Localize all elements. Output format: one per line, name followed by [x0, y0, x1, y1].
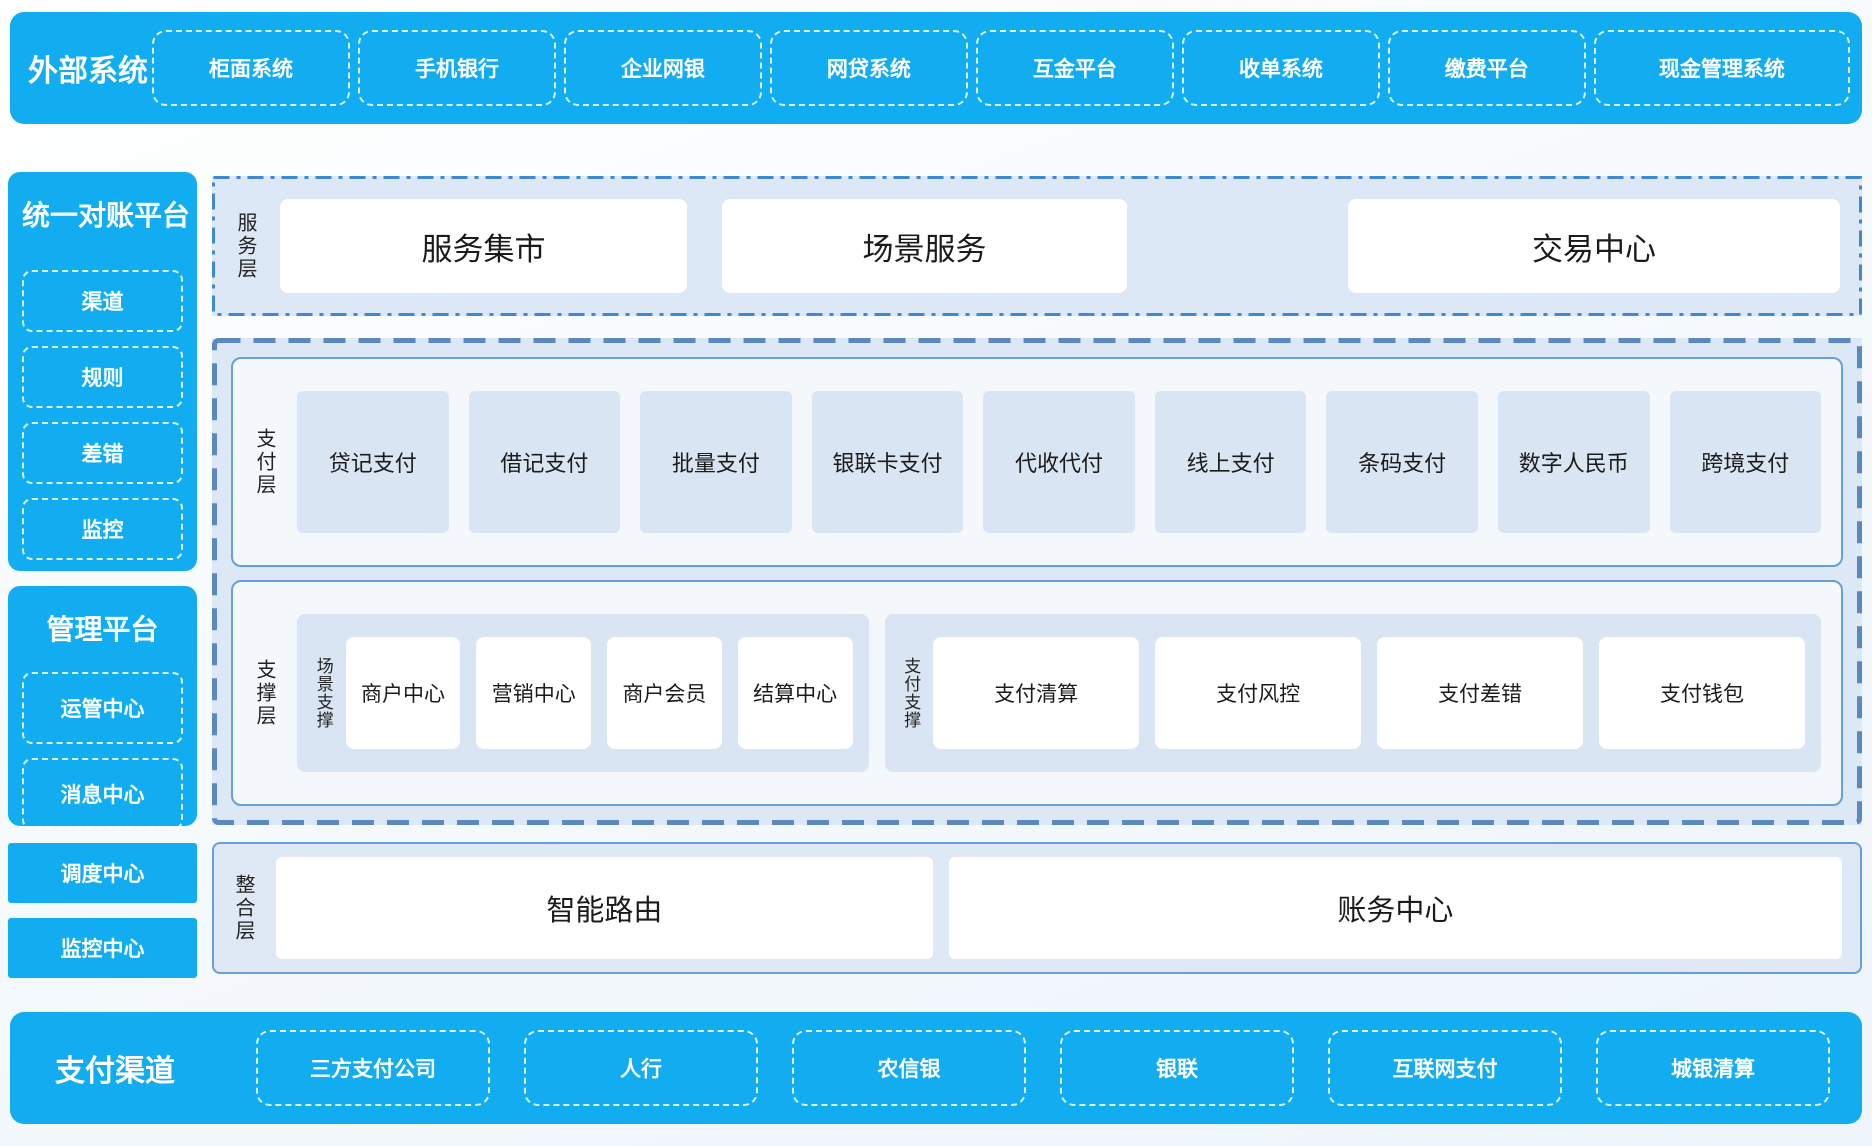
- payment-layer-label: 支付层: [253, 428, 275, 497]
- external-systems-bar: 外部系统 柜面系统手机银行企业网银网贷系统互金平台收单系统缴费平台现金管理系统: [10, 12, 1862, 124]
- external-system-chip: 缴费平台: [1388, 30, 1586, 106]
- payment-channel-chip: 人行: [524, 1030, 758, 1106]
- scene-support-box: 商户会员: [607, 637, 722, 749]
- payment-support-box: 支付清算: [933, 637, 1139, 749]
- payment-support-label: 支付支撑: [901, 657, 920, 729]
- service-layer-label: 服务层: [234, 212, 256, 281]
- support-groups: 场景支撑 商户中心营销中心商户会员结算中心 支付支撑 支付清算支付风控支付差错支…: [297, 614, 1821, 772]
- payment-channel-chip: 三方支付公司: [256, 1030, 490, 1106]
- scene-support-group: 场景支撑 商户中心营销中心商户会员结算中心: [297, 614, 869, 772]
- integration-layer-label: 整合层: [232, 874, 254, 943]
- management-platform-title: 管理平台: [22, 608, 183, 648]
- scene-support-box: 营销中心: [476, 637, 591, 749]
- dispatch-center-block: 调度中心: [8, 843, 197, 903]
- management-platform-panel: 管理平台 运管中心消息中心: [8, 586, 197, 826]
- service-layer-panel: 服务层 服务集市场景服务 交易中心: [212, 176, 1862, 316]
- payment-channels-title: 支付渠道: [10, 1046, 160, 1090]
- payment-box: 跨境支付: [1670, 391, 1822, 533]
- payment-support-box: 支付差错: [1377, 637, 1583, 749]
- external-system-chip: 手机银行: [358, 30, 556, 106]
- payment-channel-chip: 城银清算: [1596, 1030, 1830, 1106]
- monitoring-center-block: 监控中心: [8, 918, 197, 978]
- payment-box: 数字人民币: [1498, 391, 1650, 533]
- payment-channel-chip: 银联: [1060, 1030, 1294, 1106]
- scene-support-box: 商户中心: [346, 637, 461, 749]
- payment-layer-panel: 支付层 贷记支付借记支付批量支付银联卡支付代收代付线上支付条码支付数字人民币跨境…: [231, 357, 1843, 567]
- scene-support-box: 结算中心: [738, 637, 853, 749]
- reconciliation-platform-panel: 统一对账平台 渠道规则差错监控: [8, 172, 197, 571]
- payment-box: 批量支付: [640, 391, 792, 533]
- support-layer-label: 支撑层: [253, 659, 275, 728]
- reconciliation-chip: 差错: [22, 422, 183, 484]
- payment-boxes: 贷记支付借记支付批量支付银联卡支付代收代付线上支付条码支付数字人民币跨境支付: [297, 391, 1821, 533]
- reconciliation-chip: 监控: [22, 498, 183, 560]
- external-system-chip: 收单系统: [1182, 30, 1380, 106]
- external-system-chip: 互金平台: [976, 30, 1174, 106]
- reconciliation-platform-title: 统一对账平台: [22, 194, 183, 234]
- integration-boxes: 智能路由账务中心: [276, 857, 1842, 959]
- management-chip: 消息中心: [22, 758, 183, 830]
- payment-support-group: 支付支撑 支付清算支付风控支付差错支付钱包: [885, 614, 1822, 772]
- external-systems-title: 外部系统: [10, 46, 150, 90]
- payment-support-box: 支付钱包: [1599, 637, 1805, 749]
- management-chip: 运管中心: [22, 672, 183, 744]
- payment-channel-chip: 互联网支付: [1328, 1030, 1562, 1106]
- reconciliation-chip: 规则: [22, 346, 183, 408]
- core-dashed-container: 支付层 贷记支付借记支付批量支付银联卡支付代收代付线上支付条码支付数字人民币跨境…: [212, 338, 1862, 825]
- scene-support-label: 场景支撑: [313, 657, 332, 729]
- external-systems-list: 柜面系统手机银行企业网银网贷系统互金平台收单系统缴费平台现金管理系统: [152, 30, 1850, 106]
- payment-box: 银联卡支付: [812, 391, 964, 533]
- integration-layer-panel: 整合层 智能路由账务中心: [212, 842, 1862, 974]
- payment-support-box: 支付风控: [1155, 637, 1361, 749]
- reconciliation-items: 渠道规则差错监控: [22, 270, 183, 560]
- service-box: 交易中心: [1348, 199, 1840, 293]
- payment-box: 贷记支付: [297, 391, 449, 533]
- external-system-chip: 企业网银: [564, 30, 762, 106]
- integration-box: 账务中心: [949, 857, 1842, 959]
- reconciliation-chip: 渠道: [22, 270, 183, 332]
- payment-box: 代收代付: [983, 391, 1135, 533]
- management-items: 运管中心消息中心: [22, 672, 183, 830]
- payment-channel-chip: 农信银: [792, 1030, 1026, 1106]
- scene-support-boxes: 商户中心营销中心商户会员结算中心: [346, 637, 853, 749]
- payment-box: 借记支付: [469, 391, 621, 533]
- service-box: 服务集市: [280, 199, 687, 293]
- payment-channels-list: 三方支付公司人行农信银银联互联网支付城银清算: [256, 1030, 1830, 1106]
- payment-box: 线上支付: [1155, 391, 1307, 533]
- support-layer-panel: 支撑层 场景支撑 商户中心营销中心商户会员结算中心 支付支撑 支付清算支付风控支…: [231, 580, 1843, 806]
- payment-support-boxes: 支付清算支付风控支付差错支付钱包: [933, 637, 1805, 749]
- payment-channels-bar: 支付渠道 三方支付公司人行农信银银联互联网支付城银清算: [10, 1012, 1862, 1124]
- payment-box: 条码支付: [1326, 391, 1478, 533]
- external-system-chip: 柜面系统: [152, 30, 350, 106]
- service-box: 场景服务: [722, 199, 1127, 293]
- integration-box: 智能路由: [276, 857, 933, 959]
- service-boxes: 服务集市场景服务 交易中心: [280, 199, 1840, 293]
- external-system-chip: 网贷系统: [770, 30, 968, 106]
- external-system-chip: 现金管理系统: [1594, 30, 1850, 106]
